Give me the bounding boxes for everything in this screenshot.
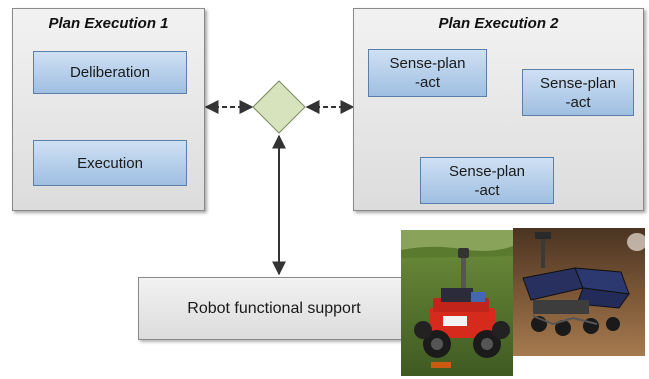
sense-plan-act-node-b: Sense-plan -act	[522, 69, 634, 116]
coordination-diamond	[252, 80, 306, 134]
node-b-line-1: Sense-plan	[540, 74, 616, 92]
node-c-line-2: -act	[474, 181, 500, 199]
plan-execution-2-title: Plan Execution 2	[438, 15, 559, 32]
execution-box: Execution	[33, 140, 187, 186]
sense-plan-act-node-c: Sense-plan -act	[420, 157, 554, 204]
node-b-line-2: -act	[565, 93, 591, 111]
plan-execution-1-title: Plan Execution 1	[48, 15, 169, 32]
wheeled-robot-photo	[401, 230, 513, 376]
deliberation-box: Deliberation	[33, 51, 187, 94]
deliberation-label: Deliberation	[69, 64, 151, 81]
robot-functional-support-label: Robot functional support	[187, 299, 361, 317]
node-a-line-2: -act	[414, 74, 440, 91]
sense-plan-act-node-a: Sense-plan -act	[368, 49, 487, 97]
node-a-line-1: Sense-plan	[389, 55, 466, 72]
execution-label: Execution	[77, 154, 143, 172]
node-c-line-1: Sense-plan	[449, 162, 525, 180]
rover-model-render	[513, 228, 645, 356]
robot-functional-support-box: Robot functional support	[138, 277, 410, 340]
